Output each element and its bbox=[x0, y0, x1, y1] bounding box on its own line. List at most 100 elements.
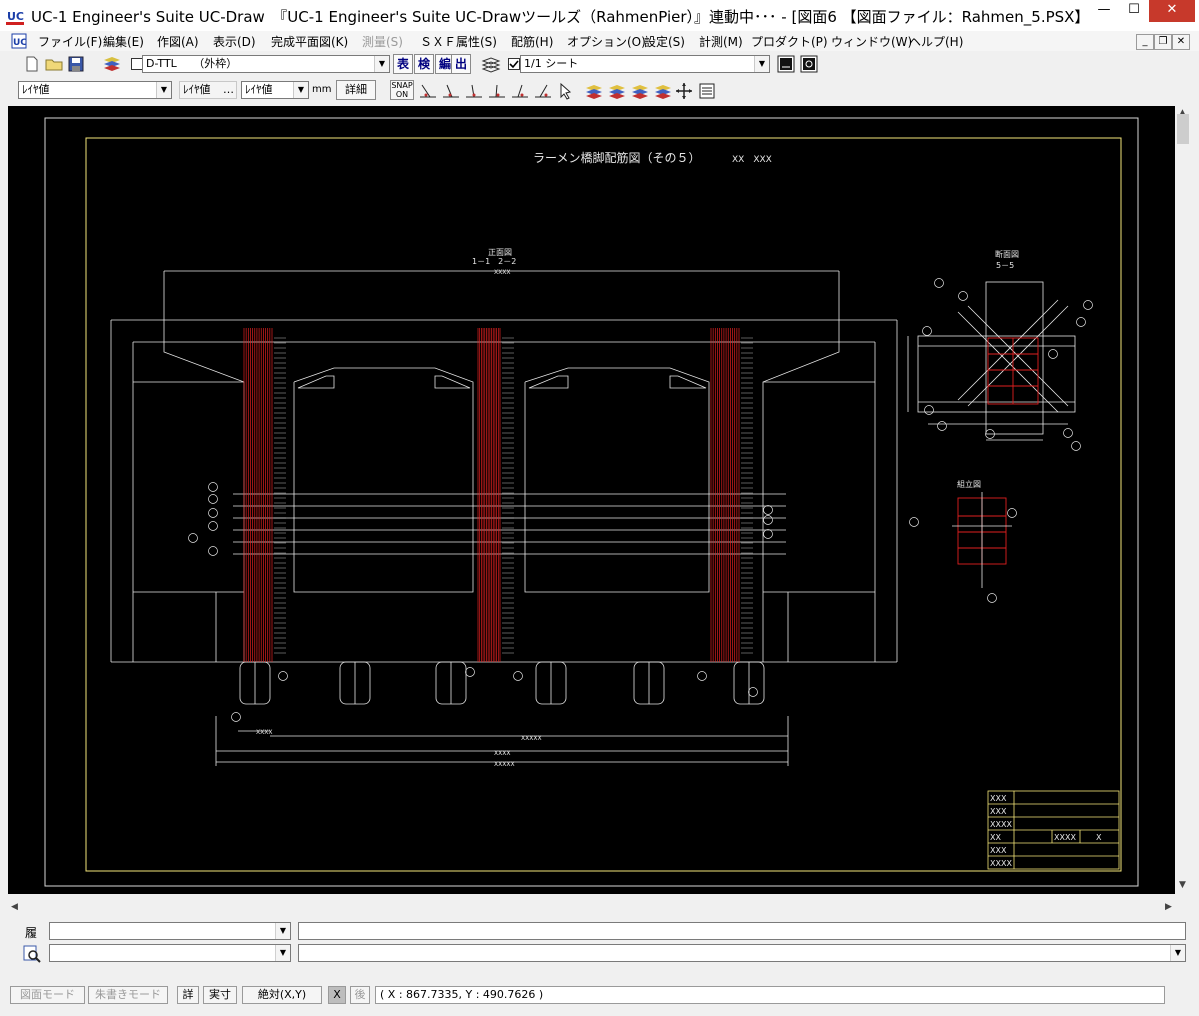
drawing-mode-button[interactable]: 図面モード bbox=[10, 986, 85, 1004]
menu-item[interactable]: 作図(A) bbox=[157, 35, 199, 49]
sheet-layers-icon[interactable] bbox=[481, 54, 501, 74]
snap-toggle-button[interactable]: SNAP ON bbox=[390, 80, 414, 100]
svg-text:UC: UC bbox=[13, 38, 27, 48]
linetype-select-value: ﾚｲﾔ値 bbox=[22, 83, 50, 96]
minimize-button[interactable]: — bbox=[1097, 2, 1111, 17]
close-button[interactable]: ✕ bbox=[1149, 0, 1195, 22]
snap-intersection-icon[interactable] bbox=[464, 81, 484, 101]
command-input[interactable]: ▼ bbox=[298, 944, 1186, 962]
chevron-down-icon: ▼ bbox=[156, 82, 171, 98]
inspect-button[interactable]: 検 bbox=[414, 54, 434, 74]
title-block-cell: XXX bbox=[990, 807, 1007, 816]
x-lock-button[interactable]: X bbox=[328, 986, 346, 1004]
title-block-cell: XXXX bbox=[990, 859, 1012, 868]
open-folder-icon[interactable] bbox=[44, 54, 64, 74]
snap-cursor-icon[interactable] bbox=[556, 81, 576, 101]
title-bar: UC UC-1 Engineer's Suite UC-Draw 『UC-1 E… bbox=[0, 0, 1199, 32]
scroll-left-icon[interactable]: ◀ bbox=[11, 902, 18, 912]
snap-perpendicular-icon[interactable] bbox=[487, 81, 507, 101]
mdi-minimize-button[interactable]: _ bbox=[1136, 34, 1154, 50]
snap-endpoint-icon[interactable] bbox=[418, 81, 438, 101]
move-icon[interactable] bbox=[674, 81, 694, 101]
menu-item[interactable]: 計測(M) bbox=[699, 35, 743, 49]
new-file-icon[interactable] bbox=[22, 54, 42, 74]
menu-item[interactable]: 配筋(H) bbox=[511, 35, 554, 49]
table-button[interactable]: 表 bbox=[393, 54, 413, 74]
color-select[interactable]: ﾚｲﾔ値 … bbox=[179, 81, 237, 99]
snap-nearest-icon[interactable] bbox=[533, 81, 553, 101]
save-icon[interactable] bbox=[66, 54, 86, 74]
front-view-title: 正面図 bbox=[488, 248, 512, 257]
scroll-up-icon[interactable]: ▲ bbox=[1179, 108, 1186, 118]
cad-drawing: ラーメン橋脚配筋図（その５） XX XXX 正面図 1－1 2－2 bbox=[44, 117, 1139, 887]
snap-style-icon[interactable] bbox=[630, 81, 650, 101]
snap-state-label: ON bbox=[395, 90, 409, 99]
target-view-icon[interactable] bbox=[799, 54, 819, 74]
dim-text-bottom-1: XXXX bbox=[256, 729, 272, 736]
fit-view-icon[interactable] bbox=[776, 54, 796, 74]
chevron-down-icon: ▼ bbox=[275, 945, 290, 961]
section-title: 断面図 bbox=[995, 249, 1019, 259]
snap-midpoint-icon[interactable] bbox=[441, 81, 461, 101]
draft-mode-button[interactable]: 朱書きモード bbox=[88, 986, 168, 1004]
history-select[interactable]: ▼ bbox=[49, 922, 291, 940]
back-button[interactable]: 後 bbox=[350, 986, 370, 1004]
menu-item[interactable]: 完成平面図(K) bbox=[271, 35, 349, 49]
search-icon[interactable] bbox=[22, 944, 42, 964]
sheet-visible-checkbox[interactable] bbox=[504, 54, 524, 74]
linewidth-select[interactable]: ﾚｲﾔ値 ▼ bbox=[241, 81, 309, 99]
callout-circle bbox=[697, 671, 707, 681]
snap-layer-icon[interactable] bbox=[584, 81, 604, 101]
drawing-canvas[interactable]: ラーメン橋脚配筋図（その５） XX XXX 正面図 1－1 2－2 bbox=[8, 106, 1175, 894]
linetype-select[interactable]: ﾚｲﾔ値 ▼ bbox=[18, 81, 172, 99]
maximize-button[interactable]: ☐ bbox=[1128, 2, 1140, 17]
output-button[interactable]: 出 bbox=[451, 54, 471, 74]
app-icon[interactable]: UC bbox=[6, 7, 24, 25]
snap-tangent-icon[interactable] bbox=[510, 81, 530, 101]
menu-item[interactable]: ＳＸＦ属性(S) bbox=[420, 35, 497, 49]
callout-circle bbox=[763, 515, 773, 525]
scroll-down-icon[interactable]: ▼ bbox=[1179, 880, 1186, 890]
callout-circle bbox=[1083, 300, 1093, 310]
vertical-scrollbar[interactable]: ▲ ▼ bbox=[1175, 106, 1191, 894]
menu-item[interactable]: オプション(O) bbox=[567, 35, 646, 49]
search-select[interactable]: ▼ bbox=[49, 944, 291, 962]
menu-item[interactable]: 設定(S) bbox=[644, 35, 685, 49]
menu-item[interactable]: ヘルプ(H) bbox=[909, 35, 964, 49]
callout-circle bbox=[922, 326, 932, 336]
document-icon[interactable]: UC bbox=[11, 33, 27, 49]
menu-item[interactable]: 測量(S) bbox=[362, 35, 403, 49]
chevron-down-icon: ▼ bbox=[374, 56, 389, 72]
menu-item[interactable]: ウィンドウ(W) bbox=[831, 35, 913, 49]
layer-stack-icon[interactable] bbox=[102, 54, 122, 74]
drawing-title-suffix: XX XXX bbox=[732, 155, 772, 165]
horizontal-scrollbar[interactable]: ◀ ▶ bbox=[8, 899, 1175, 915]
scroll-right-icon[interactable]: ▶ bbox=[1165, 902, 1172, 912]
menu-item[interactable]: ファイル(F) bbox=[38, 35, 103, 49]
front-view bbox=[110, 270, 898, 766]
snap-layer2-icon[interactable] bbox=[653, 81, 673, 101]
mdi-close-button[interactable]: ✕ bbox=[1172, 34, 1190, 50]
scroll-thumb[interactable] bbox=[1177, 114, 1189, 144]
title-block-right: X bbox=[1096, 833, 1102, 842]
sheet-border bbox=[44, 117, 1139, 887]
sheet-select[interactable]: 1/1 シート ▼ bbox=[520, 55, 770, 73]
rebar-callouts bbox=[188, 278, 1093, 722]
callout-circle bbox=[208, 494, 218, 504]
linewidth-select-value: ﾚｲﾔ値 bbox=[245, 83, 273, 96]
actual-size-button[interactable]: 実寸 bbox=[203, 986, 237, 1004]
menu-item[interactable]: 編集(E) bbox=[103, 35, 144, 49]
callout-circle bbox=[937, 421, 947, 431]
title-block-cell: XX bbox=[990, 833, 1001, 842]
absolute-coords-button[interactable]: 絶対(X,Y) bbox=[242, 986, 322, 1004]
measure-icon[interactable] bbox=[697, 81, 717, 101]
history-label: 履 bbox=[25, 926, 38, 940]
detail-button[interactable]: 詳細 bbox=[336, 80, 376, 100]
menu-item[interactable]: プロダクト(P) bbox=[751, 35, 828, 49]
svg-text:UC: UC bbox=[7, 10, 24, 23]
menu-item[interactable]: 表示(D) bbox=[213, 35, 256, 49]
detail-toggle-button[interactable]: 詳 bbox=[177, 986, 199, 1004]
mdi-restore-button[interactable]: ❐ bbox=[1154, 34, 1172, 50]
snap-color-icon[interactable] bbox=[607, 81, 627, 101]
layer-select[interactable]: D-TTL （外枠） ▼ bbox=[142, 55, 390, 73]
